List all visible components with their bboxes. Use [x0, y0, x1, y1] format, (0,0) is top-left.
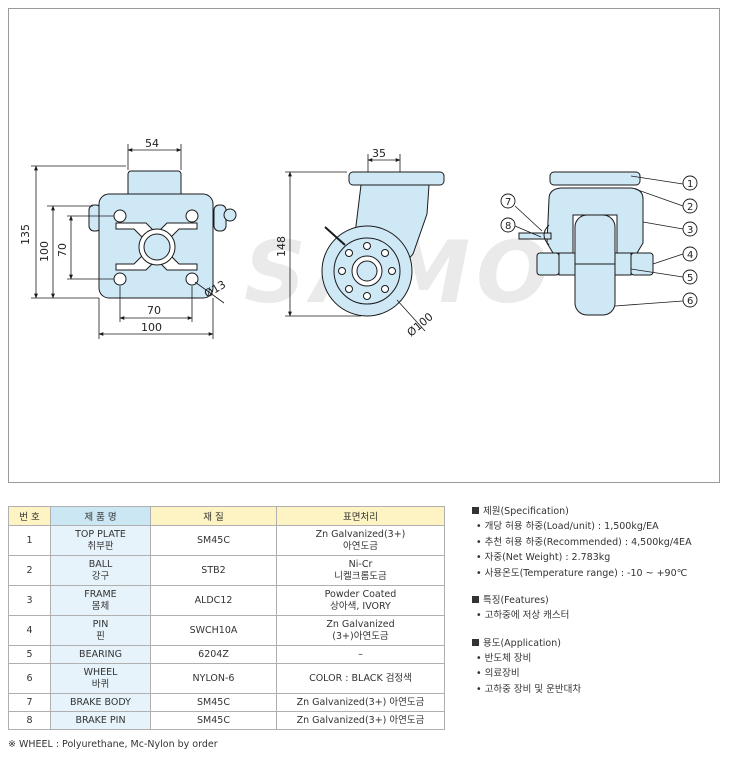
cell-no: 3 — [8, 585, 51, 616]
spec-title: 제원(Specification) — [472, 504, 722, 519]
table-row: 7 BRAKE BODY SM45C Zn Galvanized(3+) 아연도… — [8, 693, 445, 712]
cell-no: 8 — [8, 711, 51, 730]
application-item: • 반도체 장비 — [476, 652, 532, 664]
front-view — [518, 171, 654, 316]
callout-4: 4 — [687, 250, 693, 261]
spec-item: • 자중(Net Weight) : 2.783kg — [476, 552, 611, 563]
cell-no: 5 — [8, 645, 51, 664]
top-view — [88, 170, 237, 299]
cell-finish: Zn Galvanized(3+)아연도금 — [276, 525, 445, 556]
table-row: 5 BEARING 6204Z – — [8, 645, 445, 664]
features-item: • 고하중에 저상 캐스터 — [476, 610, 570, 621]
header-name: 제 품 명 — [50, 506, 151, 526]
spec-item: • 추천 허용 하중(Recommended) : 4,500kg/4EA — [476, 536, 692, 548]
square-bullet-icon — [472, 596, 479, 603]
technical-drawing: SAMO — [19, 137, 698, 339]
dim-hole-height: 70 — [56, 243, 69, 257]
cell-no: 7 — [8, 693, 51, 712]
dim-top-width: 54 — [145, 137, 159, 150]
application-title: 용도(Application) — [472, 636, 722, 651]
cell-name: BRAKE BODY — [50, 693, 151, 712]
dim-bolt-height: 100 — [38, 241, 51, 262]
callout-5: 5 — [687, 273, 693, 284]
callout-3: 3 — [687, 225, 693, 236]
cell-name: BEARING — [50, 645, 151, 664]
application-item: • 의료장비 — [476, 668, 520, 679]
square-bullet-icon — [472, 507, 479, 514]
drawing-frame: SAMO — [8, 8, 720, 483]
spec-panel: 제원(Specification) • 개당 허용 하중(Load/unit) … — [472, 504, 722, 697]
cell-material: SM45C — [150, 711, 277, 730]
cell-material: SM45C — [150, 693, 277, 712]
callout-6: 6 — [687, 296, 693, 307]
cell-material: STB2 — [150, 555, 277, 586]
footnote: ※ WHEEL : Polyurethane, Mc-Nylon by orde… — [8, 739, 218, 750]
cell-finish: COLOR : BLACK 검정색 — [276, 663, 445, 694]
cell-finish: – — [276, 645, 445, 664]
header-finish: 표면처리 — [276, 506, 445, 526]
dim-offset: 35 — [372, 147, 386, 160]
cell-finish: Zn Galvanized(3+) 아연도금 — [276, 711, 445, 730]
callout-8: 8 — [505, 221, 511, 232]
features-title: 특징(Features) — [472, 593, 722, 608]
table-row: 8 BRAKE PIN SM45C Zn Galvanized(3+) 아연도금 — [8, 711, 445, 730]
callout-7: 7 — [505, 197, 511, 208]
header-material: 재 질 — [150, 506, 277, 526]
cell-material: SM45C — [150, 525, 277, 556]
callout-1: 1 — [687, 179, 693, 190]
cell-no: 1 — [8, 525, 51, 556]
spec-item: • 개당 허용 하중(Load/unit) : 1,500kg/EA — [476, 521, 659, 532]
dim-side-height: 148 — [275, 236, 288, 257]
callout-circles — [500, 175, 698, 308]
application-item: • 고하중 장비 및 운반대차 — [476, 683, 582, 695]
table-header-row: 번 호 제 품 명 재 질 표면처리 — [8, 506, 445, 526]
spec-item: • 사용온도(Temperature range) : -10 ~ +90℃ — [476, 567, 688, 579]
callout-2: 2 — [687, 202, 693, 213]
side-view — [321, 171, 445, 317]
cell-material: ALDC12 — [150, 585, 277, 616]
header-no: 번 호 — [8, 506, 51, 526]
dim-hole-width: 70 — [147, 304, 161, 317]
cell-material: 6204Z — [150, 645, 277, 664]
cell-material: SWCH10A — [150, 615, 277, 646]
dim-plate-width: 100 — [141, 321, 162, 334]
cell-material: NYLON-6 — [150, 663, 277, 694]
dim-overall-height: 135 — [19, 224, 32, 245]
cell-finish: Zn Galvanized(3+) 아연도금 — [276, 693, 445, 712]
square-bullet-icon — [472, 638, 479, 646]
cell-no: 4 — [8, 615, 51, 646]
cell-name: BRAKE PIN — [50, 711, 151, 730]
cell-no: 2 — [8, 555, 51, 586]
cell-no: 6 — [8, 663, 51, 694]
cell-finish: Zn Galvanized(3+)아연도금 — [276, 615, 445, 646]
